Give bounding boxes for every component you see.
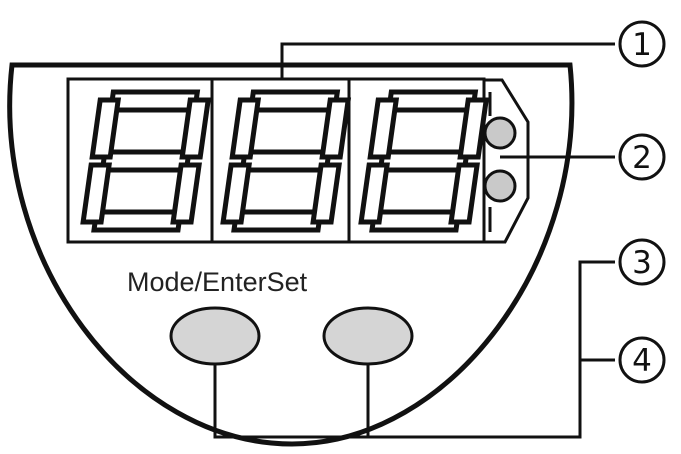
callout-1-number: 1 — [632, 27, 652, 63]
display-panel — [66, 77, 490, 244]
callout-3-number: 3 — [632, 245, 652, 281]
callout-4-number: 4 — [632, 343, 652, 379]
digit-1-segment-a — [107, 89, 201, 113]
callout-2-number: 2 — [632, 140, 652, 176]
seven-segment-digits — [80, 89, 490, 233]
digit-1-segment-f — [89, 97, 122, 160]
callout-4: 4 — [618, 336, 666, 384]
digit-2-segment-e — [220, 162, 252, 225]
digit-1-segment-c — [170, 162, 202, 225]
digit-1-segment-e — [80, 162, 112, 225]
status-led-bottom — [483, 169, 517, 203]
digit-3-segment-b — [457, 97, 490, 160]
digit-3-segment-d — [369, 209, 462, 233]
callout-2: 2 — [618, 133, 666, 181]
callout-1: 1 — [618, 20, 666, 68]
digit-3-segment-f — [367, 97, 400, 160]
digit-2-segment-f — [229, 97, 262, 160]
digit-2-segment-b — [319, 97, 352, 160]
digit-2-segment-g — [239, 149, 332, 173]
digit-2-segment-c — [310, 162, 342, 225]
digit-3-segment-c — [448, 162, 480, 225]
digit-3-segment-g — [377, 149, 470, 173]
digit-1-segment-g — [99, 149, 192, 173]
digit-1-segment-b — [179, 97, 212, 160]
digit-2-segment-d — [231, 209, 324, 233]
digit-3-segment-e — [358, 162, 390, 225]
digit-2-segment-a — [247, 89, 341, 113]
callout-leaders — [213, 42, 615, 439]
digit-3-segment-a — [385, 89, 479, 113]
status-led-top — [483, 116, 517, 150]
mode-enter-button[interactable] — [169, 306, 261, 366]
button-label: Mode/EnterSet — [127, 267, 308, 297]
led-bracket — [484, 78, 530, 244]
set-button[interactable] — [322, 306, 414, 366]
digit-1-segment-d — [91, 209, 184, 233]
callout-3: 3 — [618, 238, 666, 286]
